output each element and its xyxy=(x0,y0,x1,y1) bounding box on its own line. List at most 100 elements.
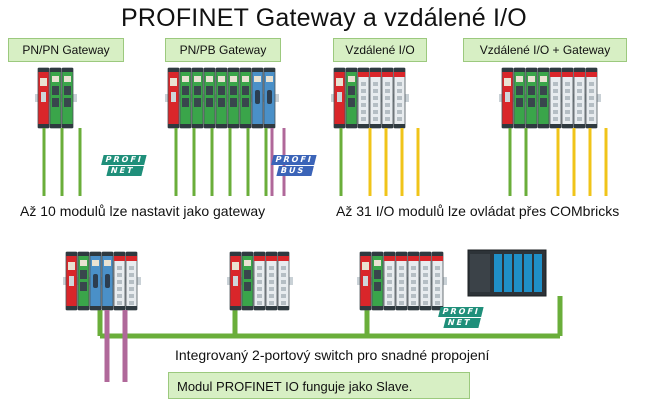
rack-bottom-right-module-6-terminal-2 xyxy=(435,280,440,284)
slave-info-box: Modul PROFINET IO funguje jako Slave. xyxy=(168,372,470,399)
rack-remote-io-module-2-top-cap xyxy=(358,68,369,72)
rack-bottom-right-module-4-terminal-5 xyxy=(411,301,416,305)
rack-pn-pb-module-6-rj45-a xyxy=(242,86,249,95)
rack-bottom-right-module-5-bottom-cap xyxy=(420,306,431,310)
rack-bottom-right-module-5-terminal-0 xyxy=(423,266,428,270)
rack-bottom-right-module-2-bottom-cap xyxy=(384,306,395,310)
rack-remote-io-gw-module-6-top-cap xyxy=(574,68,585,72)
rack-pn-pn-module-1-rj45-a xyxy=(52,86,59,95)
diagram-title: PROFINET Gateway a vzdálené I/O xyxy=(121,4,527,32)
rack-bottom-left-module-3-leds xyxy=(104,260,111,266)
rack-bottom-left-module-5-terminal-2 xyxy=(129,280,134,284)
rack-bottom-right-module-2-terminal-3 xyxy=(387,287,392,291)
rack-remote-io-gw-module-5-terminal-2 xyxy=(565,96,570,100)
rack-bottom-right-module-3-top-cap xyxy=(396,252,407,256)
rack-bottom-right-module-4-bottom-cap xyxy=(408,306,419,310)
rack-pn-pb-module-2-leds xyxy=(194,76,201,82)
rack-pn-pn-module-0-bottom-cap xyxy=(38,124,49,128)
rack-remote-io-module-4-terminal-3 xyxy=(385,103,390,107)
rack-bottom-mid-module-3-terminal-0 xyxy=(269,266,274,270)
rack-bottom-mid-module-1-rj45-a xyxy=(244,270,251,279)
rack-remote-io-module-4-red-strip xyxy=(382,72,393,77)
rack-pn-pb-module-3-rj45-b xyxy=(206,98,213,107)
rack-bottom-mid-module-3-terminal-5 xyxy=(269,301,274,305)
rack-remote-io-module-4-bottom-cap xyxy=(382,124,393,128)
rack-bottom-right-module-1-rj45-b xyxy=(374,282,381,291)
rack-bottom-right-module-4-terminal-2 xyxy=(411,280,416,284)
rack-bottom-left-module-4-terminal-1 xyxy=(117,273,122,277)
rack-bottom-left-module-0-top-cap xyxy=(66,252,77,256)
rack-bottom-right-module-4-terminal-0 xyxy=(411,266,416,270)
rack-remote-io-module-5-red-strip xyxy=(394,72,405,77)
rack-pn-pb-module-1-top-cap xyxy=(180,68,191,72)
rack-remote-io-gw-module-6-red-strip xyxy=(574,72,585,77)
rack-pn-pb-module-1-rj45-b xyxy=(182,98,189,107)
rack-remote-io-gw-module-5-terminal-3 xyxy=(565,103,570,107)
plc-module-4 xyxy=(534,254,542,292)
rack-bottom-right-module-0-leds xyxy=(362,262,369,270)
rack-pn-pb-module-0-bottom-cap xyxy=(168,124,179,128)
rack-bottom-right-module-6-bottom-cap xyxy=(432,306,443,310)
rack-bottom-right-module-1-top-cap xyxy=(372,252,383,256)
rack-remote-io-gw-module-4-terminal-4 xyxy=(553,110,558,114)
rack-remote-io-gw-module-6-terminal-3 xyxy=(577,103,582,107)
rack-bottom-left-module-4-top-cap xyxy=(114,252,125,256)
caption-switch: Integrovaný 2-portový switch pro snadné … xyxy=(175,347,490,363)
profinet-logo-bottom-net-text: NET xyxy=(443,318,482,328)
rack-pn-pb-module-3-rj45-a xyxy=(206,86,213,95)
rack-bottom-mid-module-4-bottom-cap xyxy=(278,306,289,310)
rack-pn-pb-module-0-leds xyxy=(170,78,177,86)
rack-bottom-right-module-3-terminal-5 xyxy=(399,301,404,305)
profinet-logo-profi-text: PROFI xyxy=(101,155,147,165)
rack-remote-io-module-3-terminal-3 xyxy=(373,103,378,107)
rack-remote-io-gw-module-0-bottom-cap xyxy=(502,124,513,128)
rack-bottom-mid-module-0-leds xyxy=(232,262,239,270)
rack-pn-pb-module-6-top-cap xyxy=(240,68,251,72)
rack-bottom-mid-module-4-terminal-1 xyxy=(281,273,286,277)
rack-pn-pb-module-2-rj45-b xyxy=(194,98,201,107)
rack-remote-io-module-2-terminal-5 xyxy=(361,117,366,121)
rack-bottom-left-module-5-terminal-1 xyxy=(129,273,134,277)
rack-bottom-right-module-5-terminal-4 xyxy=(423,294,428,298)
profibus-logo: PROFI BUS xyxy=(268,154,317,177)
rack-remote-io-gw-module-5-terminal-4 xyxy=(565,110,570,114)
rack-pn-pb-module-7-top-cap xyxy=(252,68,263,72)
plc-module-0 xyxy=(494,254,502,292)
rack-remote-io-module-2-terminal-2 xyxy=(361,96,366,100)
rack-remote-io-gw-module-3-bottom-cap xyxy=(538,124,549,128)
rack-remote-io-gw-module-7-terminal-4 xyxy=(589,110,594,114)
rack-pn-pb-module-8-top-cap xyxy=(264,68,275,72)
rack-pn-pb-module-5-rj45-a xyxy=(230,86,237,95)
rack-remote-io-module-3-top-cap xyxy=(370,68,381,72)
rack-remote-io-gw-module-1-leds xyxy=(516,76,523,82)
rack-remote-io-gw-module-2-top-cap xyxy=(526,68,537,72)
rack-remote-io-gw-module-2-rj45-b xyxy=(528,98,535,107)
rack-pn-pn-module-1-bottom-cap xyxy=(50,124,61,128)
rack-bottom-right-module-4-terminal-4 xyxy=(411,294,416,298)
rack-bottom-mid-module-2-top-cap xyxy=(254,252,265,256)
rack-bottom-right-module-6-terminal-3 xyxy=(435,287,440,291)
rack-remote-io-module-5-terminal-2 xyxy=(397,96,402,100)
rack-remote-io-gw-module-7-top-cap xyxy=(586,68,597,72)
rack-bottom-left-module-0-port xyxy=(69,276,74,286)
rack-remote-io-gw-module-5-terminal-1 xyxy=(565,89,570,93)
rack-remote-io-module-4-top-cap xyxy=(382,68,393,72)
rack-pn-pb-module-1-leds xyxy=(182,76,189,82)
rack-bottom-left-module-1-rj45-a xyxy=(80,270,87,279)
rack-pn-pb-module-3-leds xyxy=(206,76,213,82)
rack-remote-io-gw-module-7-terminal-3 xyxy=(589,103,594,107)
rack-bottom-right-module-1-rj45-a xyxy=(374,270,381,279)
rack-remote-io-module-4-terminal-2 xyxy=(385,96,390,100)
rack-remote-io-module-4-terminal-5 xyxy=(385,117,390,121)
label-remote-io: Vzdálené I/O xyxy=(333,38,427,62)
rack-remote-io-module-3-terminal-2 xyxy=(373,96,378,100)
rack-pn-pb-module-4-rj45-a xyxy=(218,86,225,95)
rack-pn-pb-module-4-rj45-b xyxy=(218,98,225,107)
rack-remote-io-module-0-leds xyxy=(336,78,343,86)
rack-bottom-left-module-5-top-cap xyxy=(126,252,137,256)
rack-pn-pb-module-4-top-cap xyxy=(216,68,227,72)
rack-pn-pb-module-8-dsub xyxy=(267,90,272,104)
rack-remote-io-gw-module-6-terminal-0 xyxy=(577,82,582,86)
rack-bottom-left-module-1-top-cap xyxy=(78,252,89,256)
rack-pn-pb-module-2-top-cap xyxy=(192,68,203,72)
